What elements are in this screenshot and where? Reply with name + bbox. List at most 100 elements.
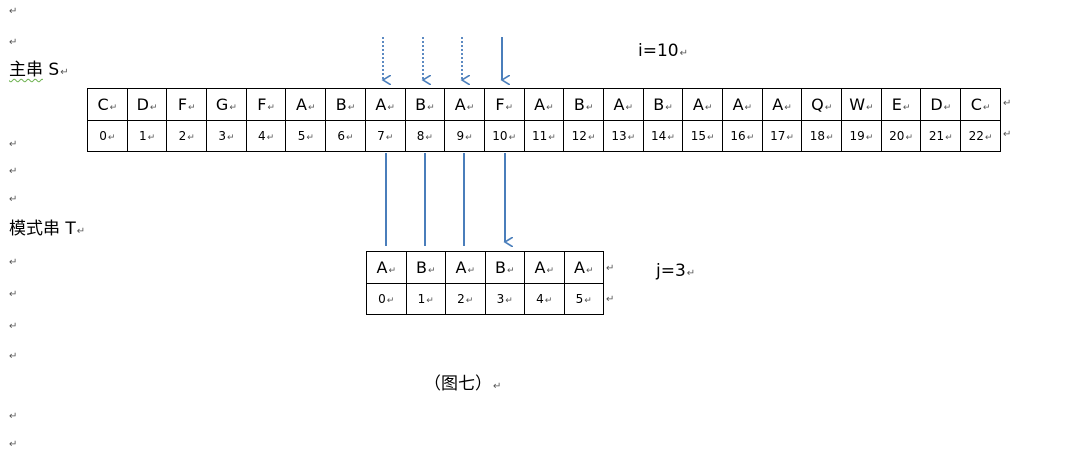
paragraph-mark: ↵ [229,103,237,113]
main-index-cell-16: 16↵ [722,120,763,152]
main-index-cell-text: 10 [492,129,508,143]
main-index-cell-text: 1 [138,129,147,143]
pattern-index-cell-text: 3 [496,292,505,306]
main-index-cell-1: 1↵ [126,120,168,152]
main-char-cell-text: F [257,95,267,114]
paragraph-mark: ↵ [905,133,913,143]
main-char-cell-18: Q↵ [801,88,843,121]
pattern-char-cell-4: A↵ [524,251,565,284]
paragraph-mark: ↵ [147,133,156,143]
paragraph-mark: ↵ [665,103,673,113]
main-index-cell-14: 14↵ [642,120,684,152]
pattern-index-cell-0: 0↵ [366,283,407,315]
main-string-label-var: S [48,60,60,80]
pattern-char-cell-1: B↵ [405,251,446,284]
main-char-cell-text: C [970,95,982,114]
paragraph-mark: ↵ [746,133,755,143]
pattern-char-cell-5: A↵ [563,251,604,284]
paragraph-mark: ↵ [226,133,235,143]
main-string-label: 主串 S↵ [9,60,69,83]
main-char-cell-10: F↵ [483,88,525,121]
paragraph-mark: ↵ [9,289,18,300]
paragraph-mark: ↵ [346,133,354,143]
main-char-cell-text: B [653,95,665,114]
main-char-cell-20: E↵ [880,88,922,121]
paragraph-mark: ↵ [9,194,18,205]
paragraph-mark: ↵ [9,6,18,17]
paragraph-mark: ↵ [267,103,275,113]
main-index-cell-17: 17↵ [761,120,803,152]
paragraph-mark: ↵ [744,103,753,113]
paragraph-mark: ↵ [427,266,436,276]
main-char-cell-text: A [375,95,387,114]
main-char-cell-text: A [613,95,625,114]
pattern-char-cell-text: A [376,258,388,277]
paragraph-mark: ↵ [187,133,195,143]
pattern-index-cell-1: 1↵ [405,283,446,315]
main-string-table: C↵D↵F↵G↵F↵A↵B↵A↵B↵A↵F↵A↵B↵A↵B↵A↵A↵A↵Q↵W↵… [87,88,1001,152]
main-char-cell-21: D↵ [920,88,962,121]
main-index-cell-22: 22↵ [960,120,1001,152]
main-index-cell-text: 21 [928,129,945,143]
paragraph-mark: ↵ [9,439,18,450]
main-index-cell-text: 18 [809,129,826,143]
i-index-text: i=10 [638,41,679,61]
main-char-cell-9: A↵ [444,88,485,121]
paragraph-mark: ↵ [9,257,18,268]
paragraph-mark: ↵ [945,133,953,143]
paragraph-mark: ↵ [307,103,316,113]
paragraph-mark: ↵ [107,133,116,143]
main-index-cell-text: 19 [849,129,865,143]
main-index-cell-text: 9 [456,129,465,143]
main-char-cell-text: F [177,95,188,114]
i-index-label: i=10↵ [638,41,688,64]
paragraph-mark: ↵ [824,103,833,113]
paragraph-mark: ↵ [786,133,794,143]
main-index-cell-11: 11↵ [523,120,565,152]
paragraph-mark: ↵ [306,133,314,143]
j-index-text: j=3 [656,261,686,281]
main-index-cell-5: 5↵ [285,120,327,152]
paragraph-mark: ↵ [625,103,634,113]
paragraph-mark: ↵ [1003,98,1012,109]
pattern-char-cell-text: A [455,258,467,277]
main-char-cell-4: F↵ [245,88,287,121]
paragraph-mark: ↵ [679,48,688,59]
pattern-index-cell-text: 4 [536,292,544,306]
main-char-cell-text: A [772,95,784,114]
main-string-char-row: C↵D↵F↵G↵F↵A↵B↵A↵B↵A↵F↵A↵B↵A↵B↵A↵A↵A↵Q↵W↵… [87,88,1001,121]
pattern-string-label-text: 模式串 T [9,219,76,239]
paragraph-mark: ↵ [387,103,395,113]
paragraph-mark: ↵ [587,133,596,143]
pattern-char-cell-3: B↵ [484,251,525,284]
paragraph-mark: ↵ [606,263,615,274]
paragraph-mark: ↵ [784,103,792,113]
main-index-cell-text: 16 [730,129,746,143]
main-index-cell-text: 12 [571,129,587,143]
paragraph-mark: ↵ [866,103,874,113]
paragraph-mark: ↵ [427,103,435,113]
main-index-cell-text: 20 [889,129,905,143]
main-index-cell-text: 3 [218,129,226,143]
main-char-cell-text: D [136,95,149,114]
main-char-cell-1: D↵ [126,88,168,121]
figure-caption-text: （图七） [424,374,492,394]
paragraph-mark: ↵ [388,266,396,276]
paragraph-mark: ↵ [984,133,993,143]
main-index-cell-7: 7↵ [364,120,406,152]
main-char-cell-text: E [891,95,902,114]
main-char-cell-text: A [296,95,307,114]
main-char-cell-text: Q [811,95,824,114]
main-index-cell-9: 9↵ [444,120,485,152]
main-char-cell-text: A [732,95,744,114]
figure-caption: （图七）↵ [424,374,501,397]
paragraph-mark: ↵ [704,103,713,113]
pattern-string-label: 模式串 T↵ [9,219,85,242]
paragraph-mark: ↵ [585,103,594,113]
paragraph-mark: ↵ [606,294,615,305]
paragraph-mark: ↵ [585,266,594,276]
main-char-cell-text: B [415,95,427,114]
main-char-cell-text: D [930,95,943,114]
pattern-index-cell-4: 4↵ [524,283,565,315]
j-index-label: j=3↵ [656,261,695,284]
